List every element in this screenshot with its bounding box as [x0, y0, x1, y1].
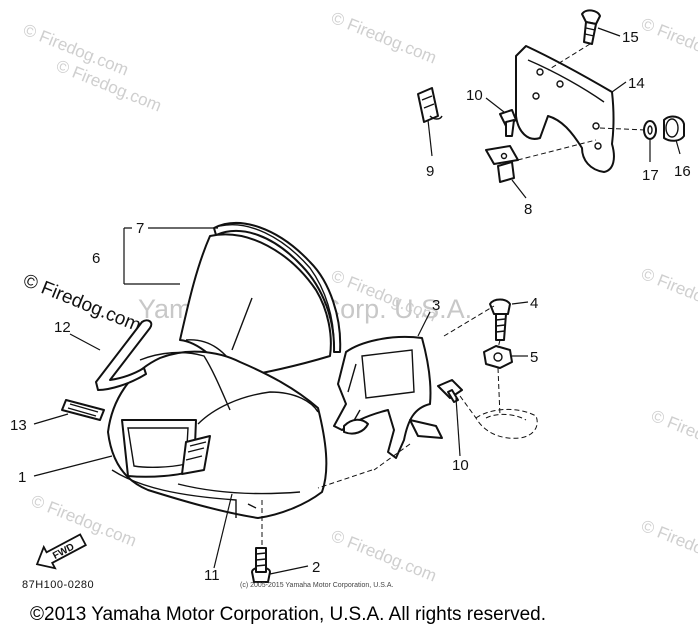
mount-plate [475, 408, 538, 439]
callout-1: 1 [18, 469, 26, 486]
leader-4 [511, 301, 529, 305]
part-9-clip [417, 87, 443, 123]
callout-16: 16 [674, 163, 691, 180]
leader-1 [33, 455, 113, 477]
part-12-trim [95, 319, 153, 391]
part-1-cowling [107, 350, 328, 519]
leader-8 [511, 179, 527, 199]
leader-2 [269, 565, 309, 575]
part-3-bracket [333, 336, 443, 459]
callout-14: 14 [628, 75, 645, 92]
watermark-text: © Firedog.com [329, 526, 440, 585]
leader-10a [485, 97, 505, 113]
leader-10b [455, 397, 461, 457]
part-15-bolt [581, 9, 601, 45]
arrow-label: FWD [51, 542, 76, 562]
assembly-lines [261, 43, 647, 546]
watermark-site-dark: © Firedog.com [20, 270, 144, 336]
part-2-bolt [251, 547, 271, 583]
leader-lines [33, 27, 681, 575]
part-13-emblem [61, 399, 105, 421]
leader-11 [213, 493, 233, 569]
leader-15 [597, 27, 621, 37]
callout-2: 2 [312, 559, 320, 576]
watermark-text: © Firedog.com [649, 406, 698, 465]
callout-4: 4 [530, 295, 538, 312]
callout-7: 7 [136, 220, 144, 237]
callout-17: 17 [642, 167, 659, 184]
leader-9 [427, 119, 433, 157]
watermark-text: © Firedog.com [639, 14, 698, 73]
callout-13: 13 [10, 417, 27, 434]
arrow-icon [35, 533, 87, 570]
watermark-text: © Firedog.com [329, 8, 440, 67]
part-5-nut [483, 345, 513, 369]
leader-13 [33, 413, 69, 425]
part-14-mounting-bracket [515, 45, 615, 173]
callout-10-upper: 10 [466, 87, 483, 104]
callout-11: 11 [204, 567, 220, 584]
watermark-text: © Firedog.com [639, 516, 698, 575]
part-16-cap [663, 115, 685, 142]
callout-6: 6 [92, 250, 100, 267]
part-10-screw-upper [499, 109, 517, 137]
callout-8: 8 [524, 201, 532, 218]
footer-copyright: ©2013 Yamaha Motor Corporation, U.S.A. A… [30, 604, 546, 625]
callout-5: 5 [530, 349, 538, 366]
part-7-seal-strip [213, 222, 342, 353]
callout-10-lower: 10 [452, 457, 469, 474]
leader-3 [417, 311, 431, 337]
watermark-text: © Firedog.com [639, 264, 698, 323]
part-10-screw-lower [437, 379, 463, 403]
diagram-code: 87H100-0280 [22, 579, 94, 591]
leader-12 [69, 333, 101, 351]
callout-numbers: 1 2 3 4 5 6 7 8 9 10 10 11 12 13 14 15 1… [10, 29, 691, 584]
part-17-washer [643, 120, 657, 140]
leader-16 [675, 139, 681, 155]
leader-14 [611, 81, 627, 93]
callout-12: 12 [54, 319, 71, 336]
small-copyright: (c) 2005-2015 Yamaha Motor Corporation, … [240, 582, 393, 589]
part-4-bolt [489, 298, 511, 341]
forward-arrow: FWD [35, 533, 87, 570]
part-6-windscreen [179, 233, 332, 379]
leader-6 [123, 227, 180, 285]
callout-15: 15 [622, 29, 639, 46]
callout-9: 9 [426, 163, 434, 180]
callout-3: 3 [432, 297, 440, 314]
part-8-nut-clip [485, 145, 519, 183]
